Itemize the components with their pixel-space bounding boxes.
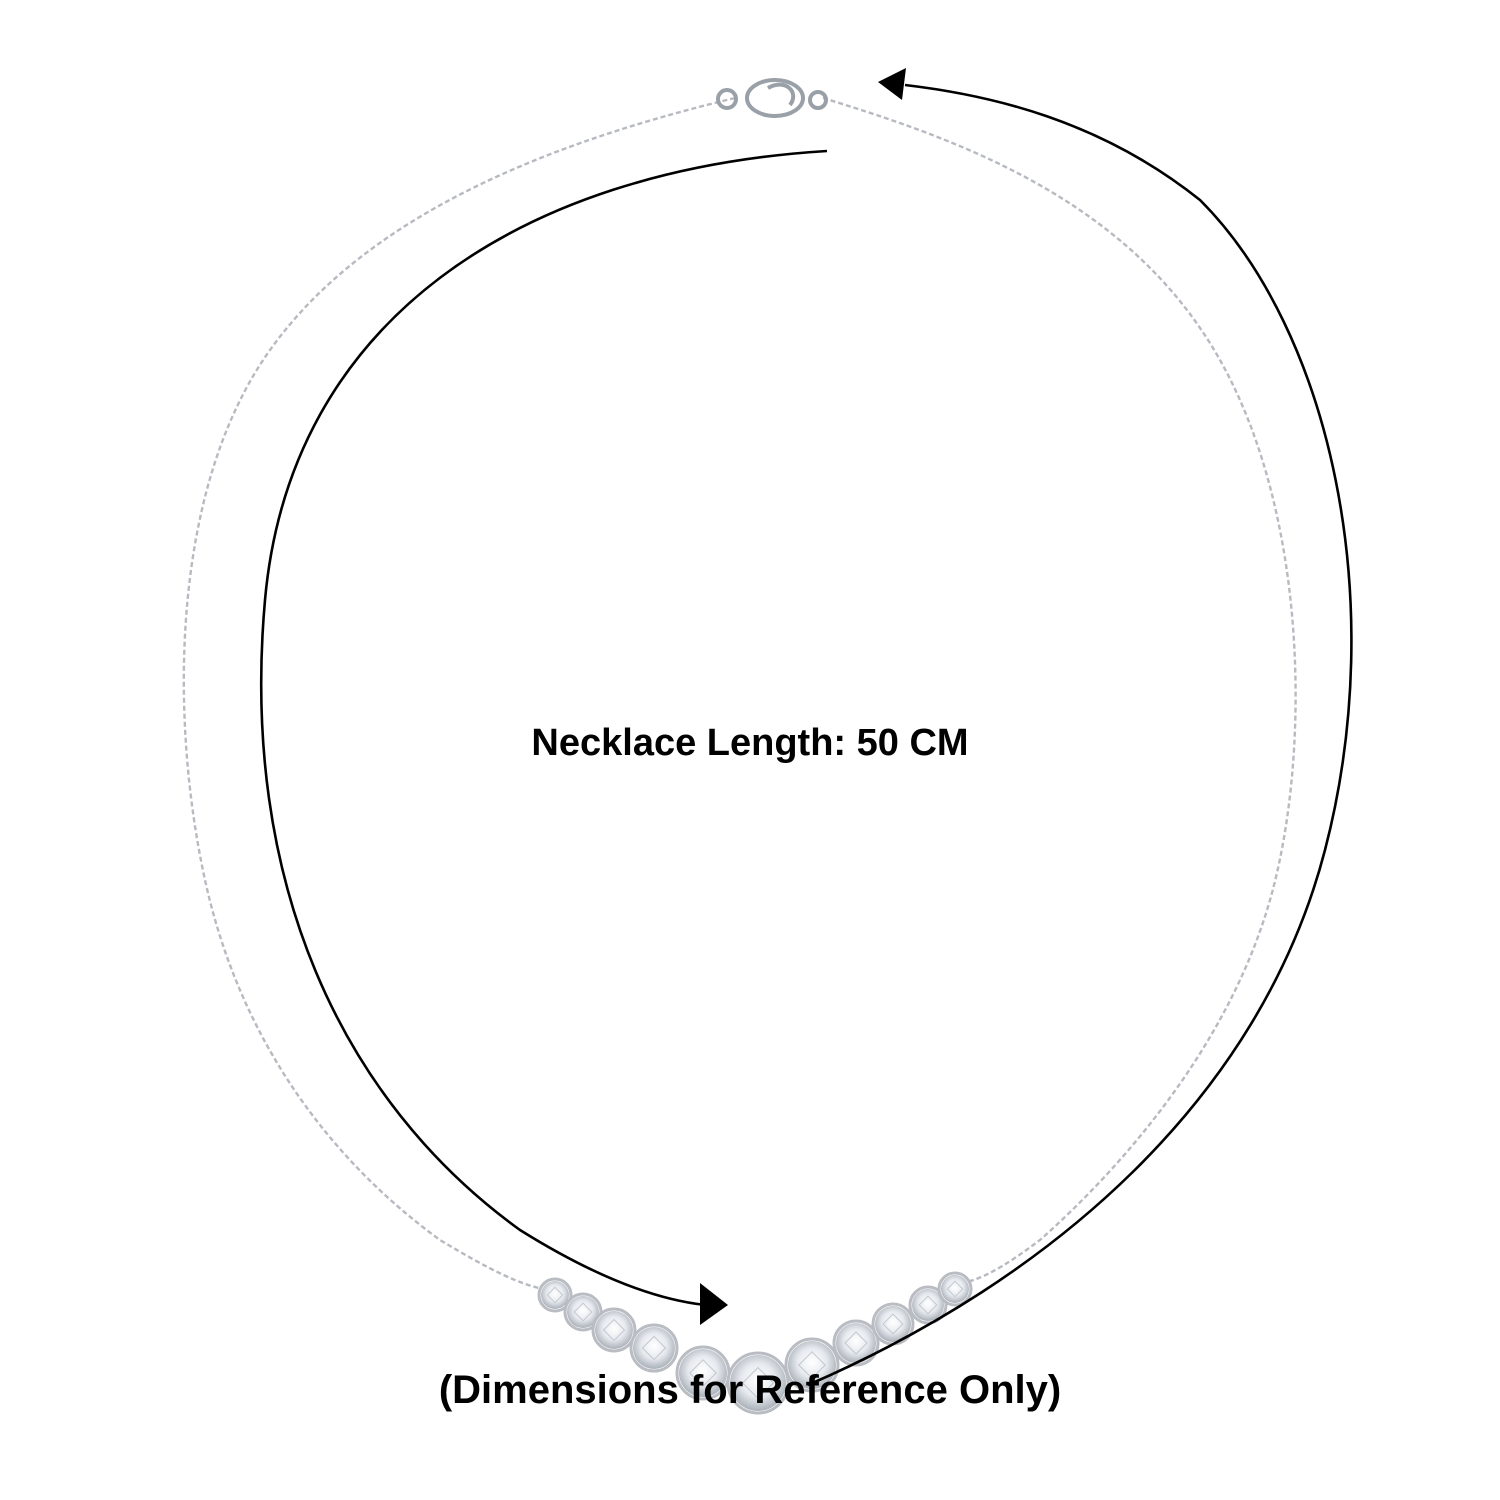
arrow-left-arc [259,149,828,1307]
dimensions-disclaimer: (Dimensions for Reference Only) [438,1368,1062,1412]
stone [832,1319,880,1367]
stone [937,1271,973,1307]
clasp-icon [716,78,828,118]
arrow-right-icon [878,68,906,100]
stone [908,1285,948,1325]
stone [675,1345,731,1401]
stone [537,1277,573,1313]
stone [629,1323,679,1373]
chain-left [182,96,736,1292]
necklace-chain [182,96,1297,1292]
stone [591,1307,637,1353]
arrow-right-arc [807,83,1353,1387]
chain-right [822,96,1297,1287]
necklace-length-label: Necklace Length: 50 CM [531,722,969,764]
stone [871,1302,915,1346]
arrow-left-icon [700,1283,728,1325]
stone [726,1351,790,1415]
stone-row [537,1271,973,1415]
